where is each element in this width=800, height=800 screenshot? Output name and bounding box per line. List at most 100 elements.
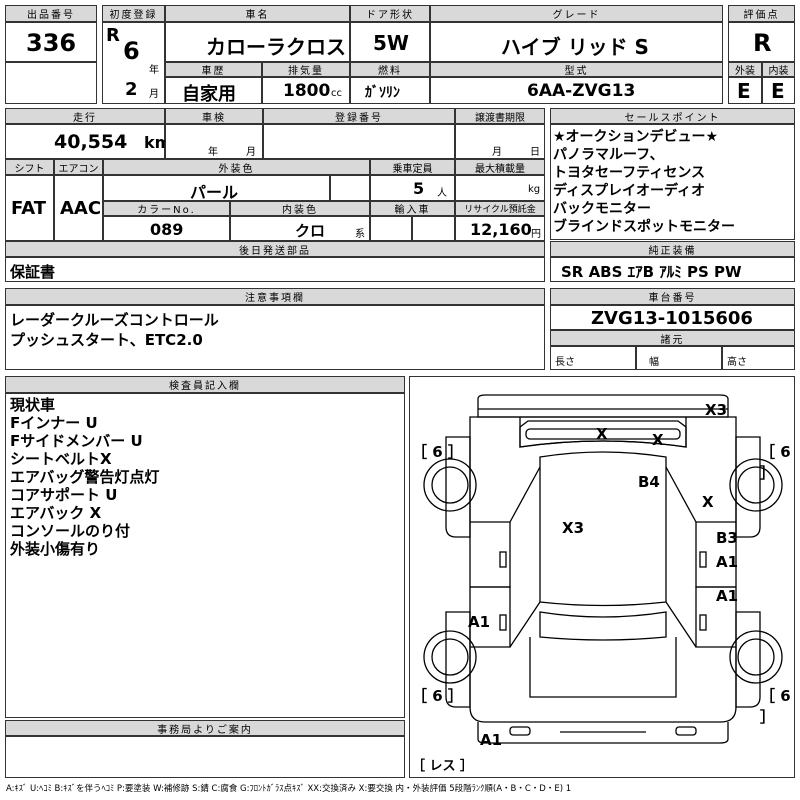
int-color-unit: 系 xyxy=(355,229,365,240)
door-cell: 5W xyxy=(350,22,430,62)
insp-month-unit: 月 xyxy=(246,147,256,158)
score-cell: R xyxy=(728,22,795,62)
lot-no-cell: 336 xyxy=(5,22,97,62)
color-no-header: カラーNo. xyxy=(103,201,230,216)
fuel-header: 燃料 xyxy=(350,62,430,77)
cc-unit: cc xyxy=(331,88,342,99)
height-cell: 高さ xyxy=(722,346,795,370)
inspection-header: 車検 xyxy=(165,108,263,124)
sales-point-item: ★オークションデビュー★ xyxy=(553,129,719,145)
score-header: 評価点 xyxy=(728,5,795,22)
office-box xyxy=(5,736,405,778)
kg-unit: kg xyxy=(528,184,541,195)
capacity-cell: 5 人 xyxy=(370,175,455,201)
km-unit: km xyxy=(144,133,172,152)
transfer-header: 譲渡書期限 xyxy=(455,108,545,124)
transfer-month-unit: 月 xyxy=(492,147,502,158)
notes-header: 注意事項欄 xyxy=(5,288,545,305)
sales-point-header: セールスポイント xyxy=(550,108,795,124)
mark-rear-bumper: A1 xyxy=(480,731,503,749)
recycle-header: リサイクル預託金 xyxy=(455,201,545,216)
score-value: R xyxy=(753,29,772,57)
chassis-no-cell: ZVG13-1015606 xyxy=(550,305,795,330)
ext-color-header: 外装色 xyxy=(103,159,370,175)
aircon-value: AAC xyxy=(60,198,102,219)
int-color-value: クロ xyxy=(295,222,326,240)
sales-point-item: パノラマルーフ、 xyxy=(553,147,664,163)
inspector-line: エアバック X xyxy=(10,504,102,522)
inspector-line: エアバッグ警告灯点灯 xyxy=(10,468,160,486)
tire-rear-right: ［ 6 ］ xyxy=(760,687,791,726)
height-label: 高さ xyxy=(727,357,747,368)
shift-cell: FAT xyxy=(5,175,54,241)
tire-rear-left: ［ 6 ］ xyxy=(412,687,463,705)
front-bumper-shape xyxy=(477,394,729,418)
mileage-value: 40,554 xyxy=(54,131,128,153)
lot-no-header: 出品番号 xyxy=(5,5,97,22)
mileage-header: 走行 xyxy=(5,108,165,124)
model-cell: 6AA-ZVG13 xyxy=(430,77,723,104)
note-line: レーダークルーズコントロール xyxy=(10,311,219,329)
later-parts-cell: 保証書 xyxy=(5,257,545,282)
recycle-value: 12,160 xyxy=(470,220,532,239)
mark-hood: X3 xyxy=(562,519,585,537)
first-reg-cell: R 6 年 2 月 xyxy=(102,22,165,104)
mark-right-front-door-2: A1 xyxy=(716,553,739,571)
fuel-value: ｶﾞｿﾘﾝ xyxy=(365,85,400,101)
ext-color-value: パール xyxy=(190,183,239,202)
import-cell-2 xyxy=(412,216,455,241)
mark-front-bumper: X3 xyxy=(705,401,728,419)
ext-color-cell: パール xyxy=(103,175,330,202)
dimensions-header: 諸元 xyxy=(550,330,795,346)
import-cell-1 xyxy=(370,216,412,241)
sales-point-box: ★オークションデビュー★ パノラマルーフ、 トヨタセーフティセンス ディスプレイ… xyxy=(550,124,795,240)
insp-year-unit: 年 xyxy=(208,147,218,158)
mark-right-front-door: B3 xyxy=(716,529,738,547)
inspector-line: Fインナー U xyxy=(10,414,98,432)
capacity-header: 乗車定員 xyxy=(370,159,455,175)
exterior-score-value: E xyxy=(737,79,751,103)
lot-no-blank xyxy=(5,62,97,104)
ext-color-extra xyxy=(330,175,370,201)
inspector-line: 現状車 xyxy=(10,396,56,414)
year-value: 6 xyxy=(123,37,140,65)
inspector-line: 外装小傷有り xyxy=(10,540,101,558)
capacity-unit: 人 xyxy=(437,188,447,199)
era-value: R xyxy=(106,25,120,46)
month-unit: 月 xyxy=(149,89,159,100)
model-header: 型式 xyxy=(430,62,723,77)
later-parts-header: 後日発送部品 xyxy=(5,241,545,257)
max-load-header: 最大積載量 xyxy=(455,159,545,175)
interior-score-value: E xyxy=(771,79,785,103)
notes-box: レーダークルーズコントロール プッシュスタート、ETC2.0 xyxy=(5,305,545,370)
mark-windshield-1: X xyxy=(596,425,608,443)
sales-point-item: バックモニター xyxy=(553,201,651,217)
interior-score-cell: E xyxy=(762,77,795,104)
car-name-cell: カローラクロス xyxy=(165,22,350,62)
transfer-cell: 月 日 xyxy=(455,124,545,159)
door-value: 5W xyxy=(373,31,409,55)
capacity-value: 5 xyxy=(413,179,425,198)
note-line: プッシュスタート、ETC2.0 xyxy=(10,331,203,349)
inspector-line: コアサポート U xyxy=(10,486,118,504)
car-name-value: カローラクロス xyxy=(206,35,346,59)
sales-point-item: ブラインドスポットモニター xyxy=(553,219,735,235)
lot-no-value: 336 xyxy=(26,29,77,57)
sales-point-item: ディスプレイオーディオ xyxy=(553,183,706,199)
aircon-cell: AAC xyxy=(54,175,103,241)
recycle-cell: 12,160 円 xyxy=(455,216,545,241)
legend-text: A:ｷｽﾞ U:ﾍｺﾐ B:ｷｽﾞを伴うﾍｺﾐ P:要塗装 W:補修跡 S:錆 … xyxy=(6,784,572,794)
displacement-header: 排気量 xyxy=(262,62,350,77)
mark-left-rear-door: A1 xyxy=(468,613,491,631)
door-header: ドア形状 xyxy=(350,5,430,22)
aircon-header: エアコン xyxy=(54,159,103,175)
length-cell: 長さ xyxy=(550,346,636,370)
grade-cell: ハイブ リッド S xyxy=(430,22,723,62)
sales-point-item: トヨタセーフティセンス xyxy=(553,165,706,181)
grade-header: グレード xyxy=(430,5,723,22)
chassis-no-header: 車台番号 xyxy=(550,288,795,305)
mark-right-rear-door: A1 xyxy=(716,587,739,605)
exterior-score-cell: E xyxy=(728,77,762,104)
int-color-header: 内装色 xyxy=(230,201,370,216)
inspection-cell: 年 月 xyxy=(165,124,263,159)
